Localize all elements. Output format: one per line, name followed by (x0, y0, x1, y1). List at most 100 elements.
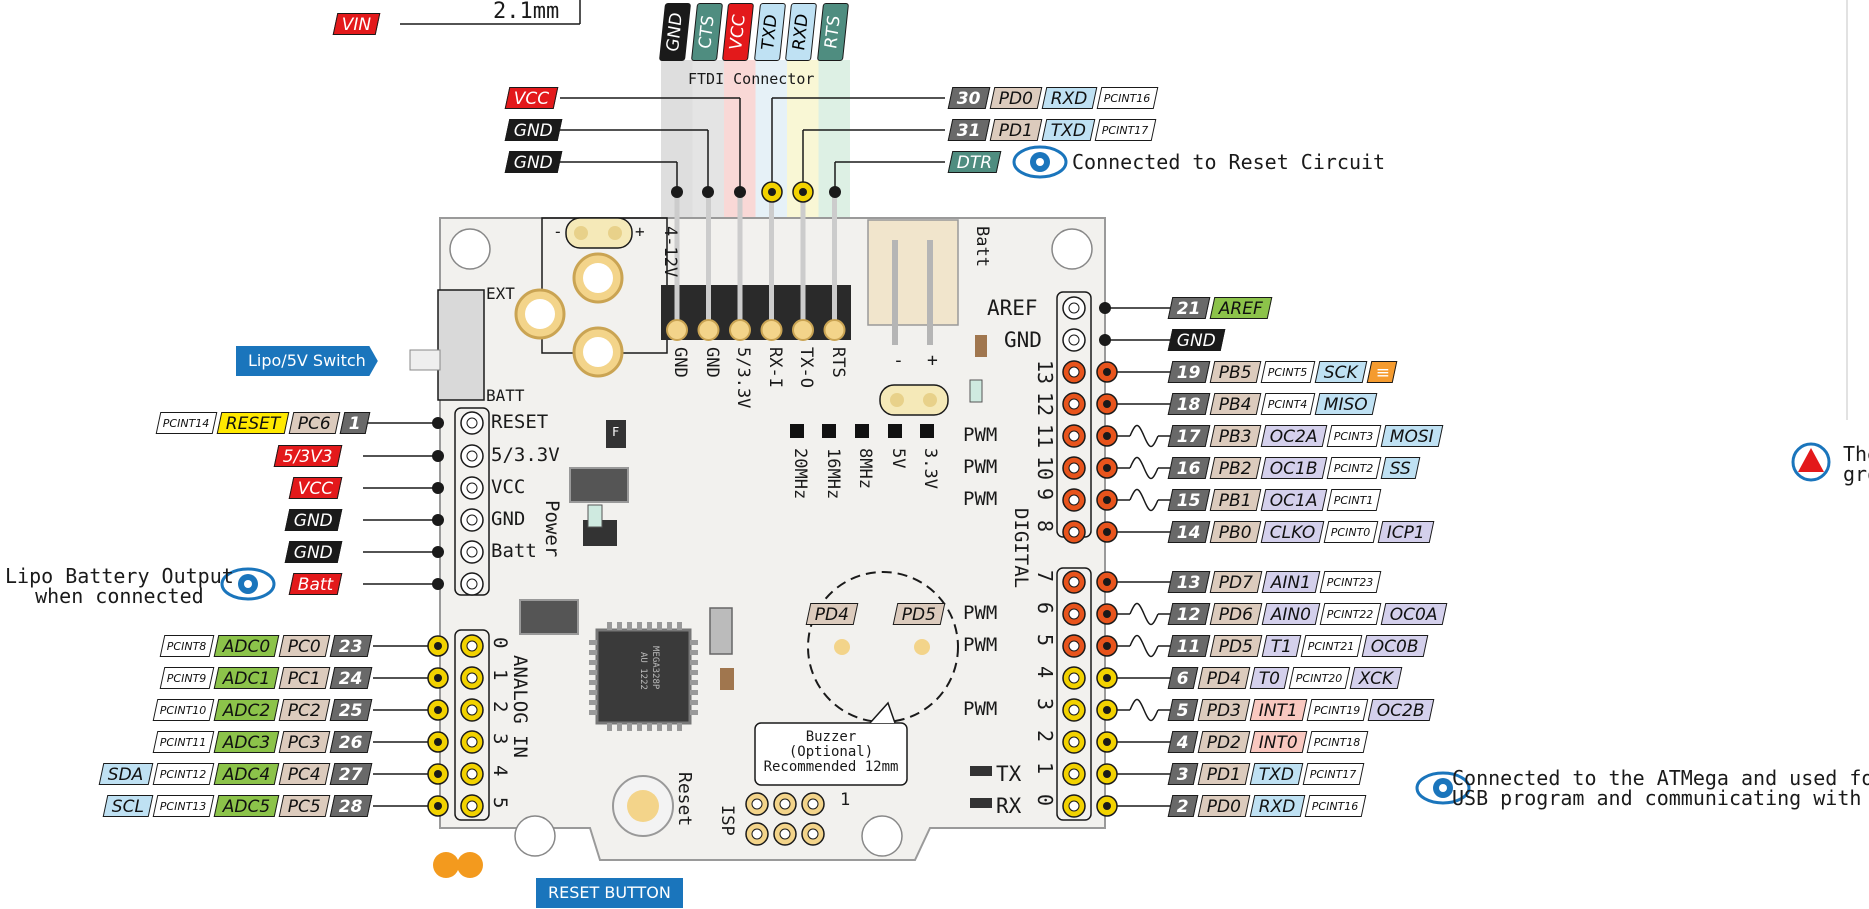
analog-4-3: PC4 (278, 763, 331, 785)
analog-header (454, 629, 490, 821)
aref-chain-0: 21 (1167, 297, 1211, 319)
chip-leg-r6 (690, 700, 698, 705)
pwm-wave-10 (1129, 698, 1159, 722)
ftdi-rot-2: 5/3.3V (733, 347, 753, 409)
pin-num-bot-0: 7 (1033, 570, 1057, 583)
left-header-0: RESET (491, 411, 549, 433)
jack-header (565, 217, 633, 249)
analog-4-2: ADC4 (213, 763, 280, 785)
left-wire-dot-0 (432, 417, 444, 429)
digital-pad-12-hole (1068, 768, 1080, 780)
buzzer-note: Buzzer(Optional)Recommended 12mm (760, 730, 902, 775)
buzzer-note-line-0: Buzzer (805, 729, 857, 745)
jumper-pin-1 (890, 393, 904, 407)
pin-num-bot-2: 5 (1033, 634, 1057, 647)
left-header-pad-3-hole (466, 514, 478, 526)
analog-4-0: SDA (98, 763, 153, 785)
digital-6-2: AIN1 (1261, 571, 1321, 593)
left-header-pad-2-hole (466, 482, 478, 494)
isp-pad-00-hole (751, 798, 763, 810)
pin-num-bot-1: 6 (1033, 602, 1057, 615)
ftdi-right-1-1: PD1 (989, 119, 1043, 141)
pwm-wave-8 (1129, 634, 1159, 658)
ftdi-left-2: GND (504, 151, 563, 173)
digital-5-4: ICP1 (1377, 521, 1435, 543)
batt-minus: - (893, 350, 904, 371)
digital-6-1: PD7 (1209, 571, 1263, 593)
reset-rot: Reset (674, 772, 695, 827)
digital-pad-13-hole (1068, 800, 1080, 812)
spi-warning-icon: ≡ (1366, 361, 1398, 383)
ftdi-rot-5: RTS (827, 347, 848, 378)
chip-leg-l2 (589, 660, 597, 665)
gnd-dot (1099, 334, 1111, 346)
digital-2-1: PB3 (1209, 425, 1262, 447)
pwm-wave-7 (1129, 602, 1159, 626)
jack-size: 2.1mm (493, 0, 560, 24)
digital-9-1: PD4 (1197, 667, 1251, 689)
chip-leg-r7 (690, 710, 698, 715)
digital-wire-pad-c-7 (1103, 610, 1111, 618)
digital-5-0: 14 (1167, 521, 1211, 543)
freq-pad-3 (888, 424, 902, 438)
ftdi-right-0-1: PD0 (989, 87, 1043, 109)
left-pin-1: VCC (288, 477, 343, 499)
isp-pad-11-hole (779, 828, 791, 840)
pin-num-bot-4: 3 (1033, 698, 1057, 711)
analog-1-4: 24 (329, 667, 373, 689)
freq-rot-1: 16MHz (822, 448, 843, 500)
digital-10-2: INT1 (1249, 699, 1308, 721)
chip-text-2: AU 1222 (638, 652, 648, 690)
digital-8-3: PCINT21 (1300, 635, 1362, 657)
reset-button-tag: RESET BUTTON (536, 878, 683, 908)
digital-3-4: SS (1380, 457, 1421, 479)
left-header-pad-4-hole (466, 546, 478, 558)
digital-5-1: PB0 (1209, 521, 1262, 543)
warning-triangle-icon (1798, 448, 1824, 472)
switch-batt: BATT (486, 386, 525, 405)
freq-pad-2 (855, 424, 869, 438)
digital-pad-2-hole (1068, 430, 1080, 442)
gnd-right: GND (1167, 329, 1226, 351)
chip-leg-r5 (690, 690, 698, 695)
digital-7-4: OC0A (1380, 603, 1448, 625)
chip-leg-b1 (617, 723, 622, 731)
left-wire-dot-2 (432, 482, 444, 494)
chip-leg-t7 (677, 622, 682, 630)
digital-wire-pad-c-11 (1103, 738, 1111, 746)
digital-11-2: INT0 (1249, 731, 1308, 753)
analog-wire-pad-c-5 (434, 802, 442, 810)
analog-5-2: ADC5 (213, 795, 280, 817)
digital-pad-8-hole (1068, 640, 1080, 652)
pin-num-bot-7: 0 (1033, 794, 1057, 807)
jack-ring-hole-0 (583, 263, 613, 293)
chip-leg-b0 (607, 723, 612, 731)
slide-switch (437, 289, 485, 401)
ftdi-pad-2 (729, 319, 751, 341)
analog-2-4: 25 (329, 699, 373, 721)
pin-num-bot-6: 1 (1033, 762, 1057, 775)
digital-11-1: PD2 (1197, 731, 1251, 753)
tx-led (970, 766, 992, 776)
switch-ext: EXT (486, 284, 515, 303)
pwm-label-4: PWM (963, 634, 998, 656)
chip-leg-l5 (589, 690, 597, 695)
buzzer-pad-2 (914, 639, 930, 655)
pin-num-bot-5: 2 (1033, 730, 1057, 743)
analog-pad-3-hole (466, 736, 478, 748)
ftdi-right-0-2: RXD (1041, 87, 1097, 109)
digital-0-2: PCINT5 (1260, 361, 1315, 383)
ftdi-header-pin-5: RTS (816, 3, 849, 61)
digital-0-3: SCK (1314, 361, 1368, 383)
digital-12-0: 3 (1167, 763, 1199, 785)
digital-6-3: PCINT23 (1319, 571, 1381, 593)
mount-hole-tl (449, 228, 491, 270)
digital-7-0: 12 (1167, 603, 1211, 625)
analog-digit-0: 0 (489, 637, 511, 649)
digital-3-0: 16 (1167, 457, 1211, 479)
digital-12-2: TXD (1249, 763, 1304, 785)
batt-eye-icon-pupil (244, 580, 252, 588)
pin-num-bot-3: 4 (1033, 666, 1057, 679)
digital-4-0: 15 (1167, 489, 1211, 511)
